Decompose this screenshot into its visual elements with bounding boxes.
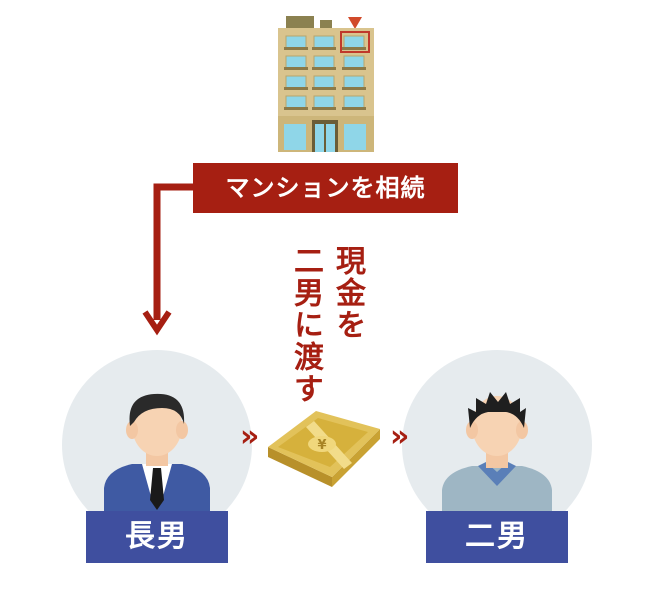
apartment-building-icon	[278, 16, 374, 152]
inherit-condo-banner: マンションを相続	[193, 163, 458, 213]
eldest-son-avatar	[62, 350, 252, 540]
chevron-right-icon: »	[240, 419, 260, 454]
eldest-son-label: 長男	[86, 511, 228, 563]
transfer-text-line2: 二男に渡す	[288, 245, 323, 405]
svg-text:¥: ¥	[317, 438, 326, 453]
inheritance-arrow	[142, 183, 194, 336]
transfer-text-line1: 現金を	[330, 245, 365, 341]
second-son-label: 二男	[426, 511, 568, 563]
chevron-right-icon: »	[390, 419, 410, 454]
cash-bundle-icon: ¥	[268, 411, 380, 487]
